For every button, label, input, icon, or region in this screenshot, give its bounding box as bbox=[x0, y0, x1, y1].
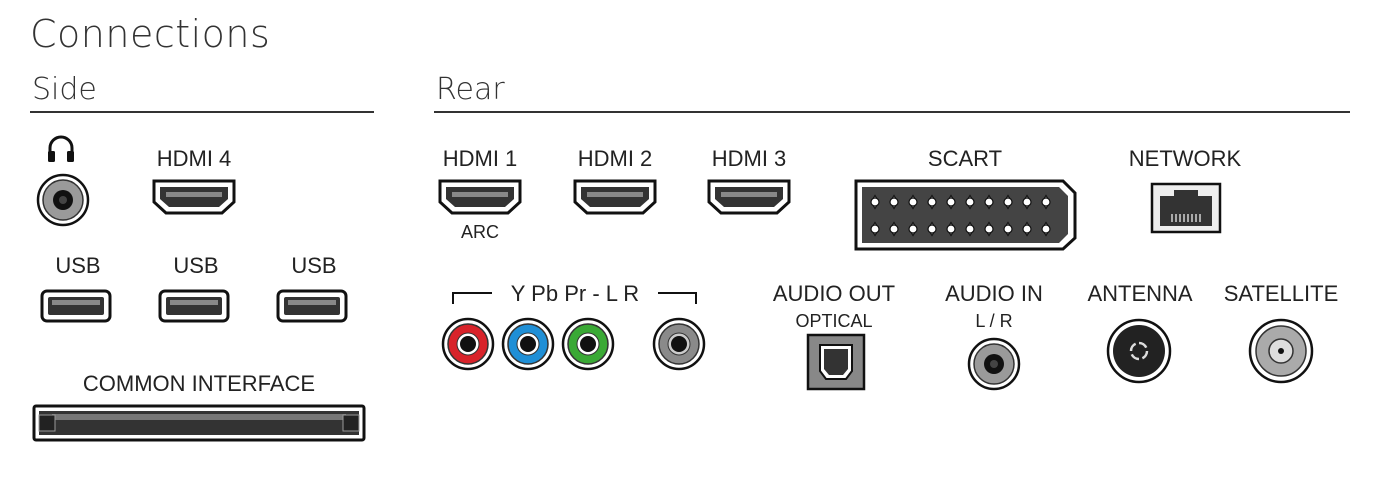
scart-pin-hole bbox=[946, 224, 956, 234]
scart-port[interactable] bbox=[853, 178, 1079, 257]
scart-pin-hole bbox=[1003, 224, 1013, 234]
antenna-label: ANTENNA bbox=[1087, 281, 1193, 306]
scart-pin-hole bbox=[946, 197, 956, 207]
scart-pin-hole bbox=[1003, 197, 1013, 207]
headphones-icon bbox=[46, 134, 76, 169]
common-interface-label: COMMON INTERFACE bbox=[82, 371, 316, 396]
usb-label-3: USB bbox=[291, 253, 337, 278]
scart-pin-hole bbox=[927, 197, 937, 207]
hdmi4-label: HDMI 4 bbox=[156, 146, 232, 171]
hdmi1-label: HDMI 1 bbox=[442, 146, 518, 171]
hdmi4-port[interactable] bbox=[150, 178, 238, 221]
satellite-port[interactable] bbox=[1248, 318, 1314, 389]
usb-port-1[interactable] bbox=[40, 289, 112, 328]
hdmi2-label: HDMI 2 bbox=[577, 146, 653, 171]
antenna-port[interactable] bbox=[1106, 318, 1172, 389]
scart-pin-hole bbox=[889, 224, 899, 234]
scart-pin-hole bbox=[1041, 197, 1051, 207]
rear-heading: Rear bbox=[436, 72, 505, 107]
hdmi3-port[interactable] bbox=[705, 178, 793, 221]
scart-pin-hole bbox=[965, 197, 975, 207]
scart-pin-hole bbox=[1022, 224, 1032, 234]
page-title: Connections bbox=[30, 12, 271, 56]
audio-out-label: AUDIO OUT bbox=[772, 281, 896, 306]
hdmi1-port[interactable] bbox=[436, 178, 524, 221]
audio-out-optical-label: OPTICAL bbox=[795, 311, 873, 331]
satellite-label: SATELLITE bbox=[1223, 281, 1339, 306]
ypbpr-bracket bbox=[452, 291, 698, 305]
usb-port-3[interactable] bbox=[276, 289, 348, 328]
hdmi1-arc-label: ARC bbox=[460, 222, 499, 242]
audio-in-label: AUDIO IN bbox=[945, 281, 1043, 306]
audio-in-lr-label: L / R bbox=[975, 311, 1013, 331]
headphone-jack[interactable] bbox=[36, 173, 90, 232]
scart-pin-hole bbox=[965, 224, 975, 234]
usb-label-1: USB bbox=[55, 253, 101, 278]
component-pb-jack[interactable] bbox=[501, 317, 555, 376]
scart-pin-hole bbox=[1022, 197, 1032, 207]
scart-pin-hole bbox=[889, 197, 899, 207]
audio-in-jack[interactable] bbox=[967, 337, 1021, 396]
hdmi2-port[interactable] bbox=[571, 178, 659, 221]
usb-port-2[interactable] bbox=[158, 289, 230, 328]
hdmi3-label: HDMI 3 bbox=[711, 146, 787, 171]
side-heading: Side bbox=[32, 72, 97, 107]
component-pr-jack[interactable] bbox=[561, 317, 615, 376]
network-port[interactable] bbox=[1150, 182, 1222, 239]
scart-pin-hole bbox=[870, 197, 880, 207]
component-y-jack[interactable] bbox=[441, 317, 495, 376]
scart-pin-hole bbox=[927, 224, 937, 234]
scart-pin-hole bbox=[870, 224, 880, 234]
scart-label: SCART bbox=[927, 146, 1003, 171]
scart-pin-hole bbox=[908, 197, 918, 207]
scart-pin-hole bbox=[984, 197, 994, 207]
common-interface-slot[interactable] bbox=[32, 404, 366, 447]
side-divider bbox=[30, 111, 374, 113]
scart-pin-hole bbox=[1041, 224, 1051, 234]
scart-pin-hole bbox=[984, 224, 994, 234]
usb-label-2: USB bbox=[173, 253, 219, 278]
ypbpr-label: Y Pb Pr - L R bbox=[510, 281, 640, 306]
component-audio-jack[interactable] bbox=[652, 317, 706, 376]
rear-divider bbox=[434, 111, 1350, 113]
scart-pin-hole bbox=[908, 224, 918, 234]
network-label: NETWORK bbox=[1128, 146, 1242, 171]
optical-port[interactable] bbox=[806, 333, 866, 396]
